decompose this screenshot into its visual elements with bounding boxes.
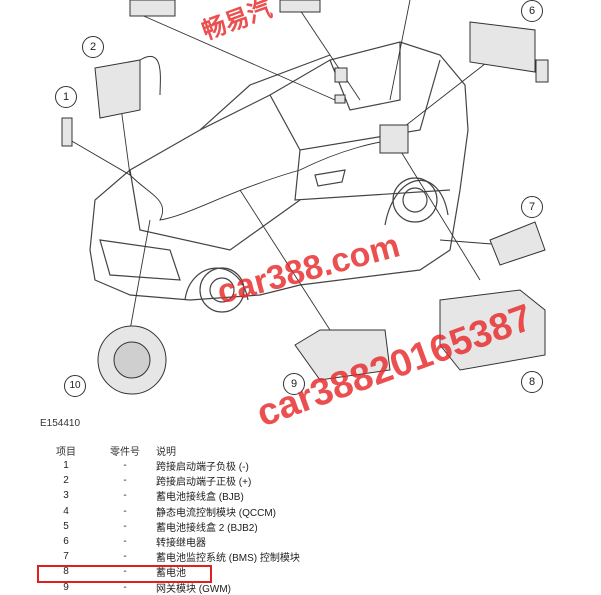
description: 蓄电池监控系统 (BMS) 控制模块 [156, 553, 300, 565]
item-number: 4 [63, 505, 69, 517]
table-row: 6 - 转接继电器 [38, 534, 456, 549]
vehicle-outline [89, 41, 469, 313]
bjb-module-sketch [129, 0, 176, 17]
item-number: 8 [63, 566, 69, 578]
part-number: - [123, 460, 127, 472]
header-part-number: 零件号 [110, 446, 140, 458]
table-row-highlighted: 8 - 蓄电池 [38, 564, 456, 579]
table-row: 5 - 蓄电池接线盒 2 (BJB2) [38, 519, 456, 534]
part-number: - [123, 475, 127, 487]
table-row: 4 - 静态电流控制模块 (QCCM) [38, 504, 456, 519]
table-row: 9 - 网关模块 (GWM) [38, 580, 456, 595]
description: 静态电流控制模块 (QCCM) [156, 507, 276, 519]
description: 跨接启动端子负极 (-) [156, 462, 249, 474]
qccm-module-sketch [279, 0, 321, 13]
header-description: 说明 [156, 446, 176, 458]
description: 蓄电池接线盒 2 (BJB2) [156, 522, 258, 534]
item-number: 7 [63, 551, 69, 563]
table-row: 7 - 蓄电池监控系统 (BMS) 控制模块 [38, 549, 456, 564]
jump-terminal-sketch [61, 117, 73, 147]
item-number: 6 [63, 536, 69, 548]
callout-8: 8 [521, 371, 543, 393]
table-row: 1 - 跨接启动端子负极 (-) [38, 458, 456, 473]
callout-1: 1 [55, 86, 77, 108]
item-number: 3 [63, 490, 69, 502]
table-row: 3 - 蓄电池接线盒 (BJB) [38, 488, 456, 503]
item-number: 2 [63, 475, 69, 487]
component-location-diagram [61, 0, 549, 395]
header-item: 项目 [56, 446, 76, 458]
item-number: 9 [63, 581, 69, 593]
bracket-sketch [94, 59, 141, 119]
callout-10: 10 [64, 375, 86, 397]
legend-header-row: 项目 零件号 说明 [38, 442, 456, 458]
legend-table: 项目 零件号 说明 1-跨接启动端子负极 (-) 2-跨接启动端子正极 (+) … [38, 442, 456, 595]
callout-7: 7 [521, 196, 543, 218]
relay-sketch [469, 21, 536, 73]
description: 蓄电池接线盒 (BJB) [156, 492, 244, 504]
component-sketches [61, 0, 549, 395]
callout-2: 2 [82, 36, 104, 58]
part-number: - [123, 520, 127, 532]
part-number: - [123, 505, 127, 517]
description: 跨接启动端子正极 (+) [156, 477, 252, 489]
figure-id: E154410 [40, 418, 81, 429]
item-number: 5 [63, 520, 69, 532]
part-number: - [123, 581, 127, 593]
callout-9: 9 [283, 373, 305, 395]
description: 网关模块 (GWM) [156, 583, 231, 595]
battery-sketch [439, 289, 546, 371]
table-row: 2 - 跨接启动端子正极 (+) [38, 473, 456, 488]
part-number: - [123, 566, 127, 578]
bms-sketch [489, 221, 546, 266]
part-number: - [123, 490, 127, 502]
callout-6: 6 [521, 0, 543, 22]
description: 蓄电池 [156, 568, 186, 580]
part-number: - [123, 536, 127, 548]
item-number: 1 [63, 460, 69, 472]
gateway-module-sketch [294, 329, 391, 381]
highlight-box-item-8 [37, 565, 212, 583]
part-number: - [123, 551, 127, 563]
description: 转接继电器 [156, 538, 206, 550]
